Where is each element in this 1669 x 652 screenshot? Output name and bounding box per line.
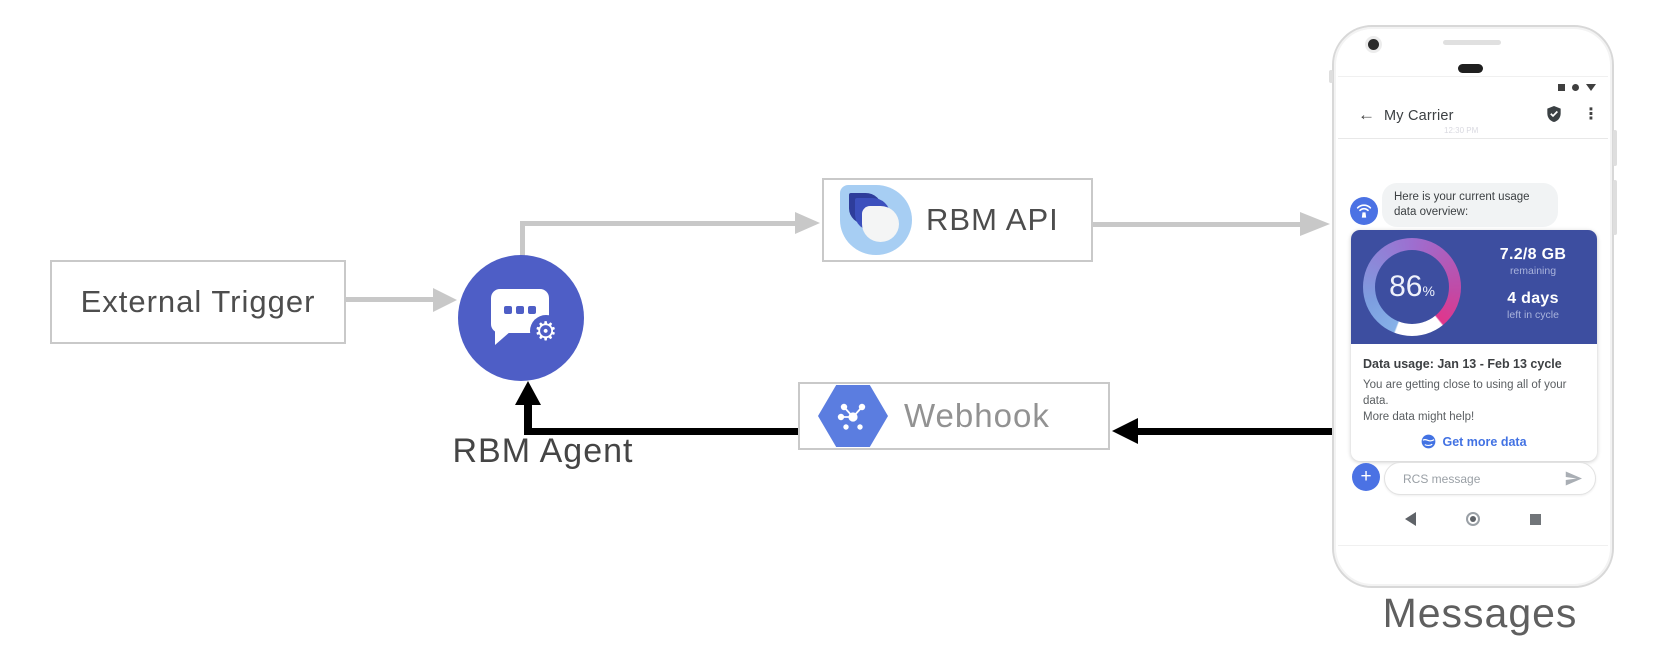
phone-mockup: ← My Carrier ⋮ 12:30 PM Here is y [1329,25,1617,588]
usage-body-line2: More data might help! [1363,411,1475,423]
rbm-api-logo-icon [840,185,912,255]
bot-message-line1: Here is your current usage [1394,191,1530,203]
speaker-slot [1443,40,1501,45]
nav-home-icon[interactable] [1466,512,1480,526]
usage-stats: 7.2/8 GB remaining 4 days left in cycle [1477,230,1589,344]
verified-shield-icon[interactable] [1546,105,1562,128]
status-bar-icons [1558,84,1596,91]
composer-row: + [1338,462,1608,496]
conversation-title: My Carrier [1384,108,1454,124]
arrow-phone-to-webhook [1136,428,1334,435]
message-timestamp: 12:30 PM [1444,126,1479,135]
gear-icon: ⚙ [534,316,558,346]
rbm-api-label: RBM API [926,202,1059,237]
days-value: 4 days [1507,290,1559,307]
overflow-menu-icon[interactable]: ⋮ [1583,106,1599,123]
usage-donut-gauge: 86 % [1363,238,1461,336]
status-square-icon [1558,84,1565,91]
days-label: left in cycle [1507,309,1559,321]
status-circle-icon [1572,84,1579,91]
gear-backing [530,315,562,347]
phone-volume-button [1613,180,1617,235]
webhook-hexagon-icon [818,385,888,447]
external-trigger-label: External Trigger [80,284,316,319]
arrowhead-agent-to-api [795,212,820,234]
globe-icon [1422,434,1436,449]
arrowhead-phone-to-webhook [1112,418,1138,444]
gauge-percent-value: 86 [1389,270,1423,303]
phone-screen: ← My Carrier ⋮ 12:30 PM Here is y [1338,77,1608,545]
arrow-webhook-to-agent [524,428,798,435]
bot-message-bubble: Here is your current usage data overview… [1382,183,1558,227]
usage-text-panel: Data usage: Jan 13 - Feb 13 cycle You ar… [1351,344,1597,461]
android-navbar [1338,503,1608,535]
rbm-agent-node: ⚙ [458,255,584,381]
hub-spoke-icon [837,403,866,430]
usage-body-line1: You are getting close to using all of yo… [1363,379,1567,407]
back-arrow-icon[interactable]: ← [1358,105,1375,124]
bot-avatar [1350,197,1378,225]
usage-body: You are getting close to using all of yo… [1363,377,1585,425]
arrow-agent-to-api [520,221,796,226]
plus-button[interactable]: + [1352,463,1380,491]
nav-recents-icon[interactable] [1530,513,1541,525]
camera-icon [1368,39,1379,50]
get-more-data-label: Get more data [1442,434,1527,449]
external-trigger-node: External Trigger [50,260,346,344]
webhook-node: Webhook [798,382,1110,450]
status-triangle-icon [1586,84,1596,91]
rbm-api-node: RBM API [822,178,1093,262]
usage-heading: Data usage: Jan 13 - Feb 13 cycle [1363,357,1562,371]
arrow-agent-up-segment [520,221,525,259]
messages-caption: Messages [1382,590,1578,636]
arrowhead-api-to-phone [1300,212,1330,236]
message-input-pill [1384,462,1596,495]
rcs-message-input[interactable] [1401,470,1564,487]
antenna-icon [1356,204,1372,218]
chat-bubble-tail [495,331,511,345]
arrowhead-webhook-to-agent [515,381,541,405]
arrowhead-trigger-to-agent [433,288,457,312]
arrow-trigger-to-agent [345,297,435,302]
arrow-webhook-up-segment [524,402,532,435]
gauge-percent-sign: % [1422,283,1435,299]
webhook-label: Webhook [904,397,1050,434]
usage-rich-card: 86 % 7.2/8 GB remaining 4 days left in c… [1351,230,1597,461]
phone-power-button [1613,130,1617,166]
get-more-data-action[interactable]: Get more data [1363,434,1585,449]
appbar-divider [1338,138,1608,139]
chat-dots-icon [491,306,549,314]
arrow-api-to-phone [1093,222,1301,227]
rbm-agent-label: RBM Agent [452,432,634,470]
bot-message-line2: data overview: [1394,206,1469,218]
remaining-label: remaining [1509,265,1557,277]
nav-back-icon[interactable] [1405,512,1416,526]
earpiece [1458,64,1483,73]
phone-left-notch [1329,70,1333,83]
send-icon[interactable] [1564,470,1583,487]
usage-gauge-panel: 86 % 7.2/8 GB remaining 4 days left in c… [1351,230,1597,344]
remaining-value: 7.2/8 GB [1499,246,1567,263]
